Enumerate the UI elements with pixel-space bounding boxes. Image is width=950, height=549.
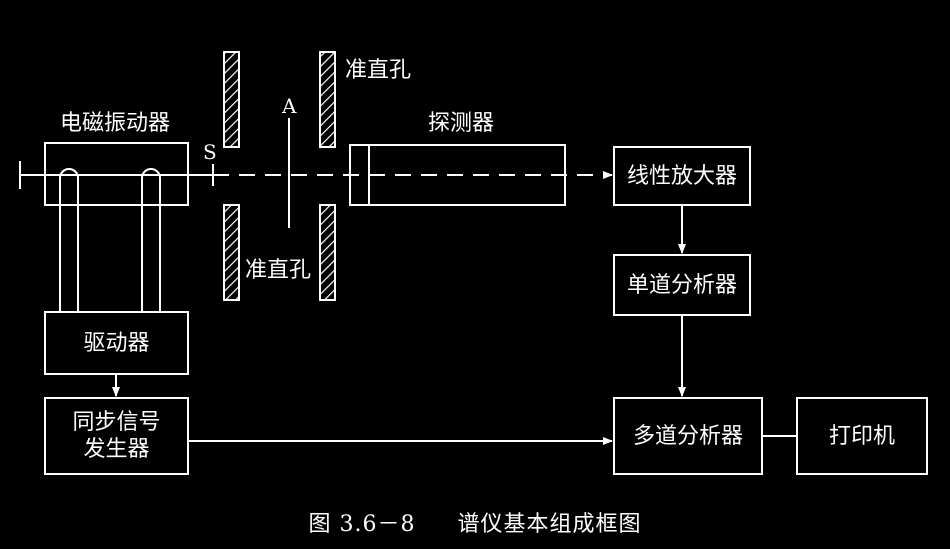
collimator-left-bottom [223, 204, 240, 301]
drive-rod-right [141, 168, 161, 312]
figure-caption: 图 3.6－8 谱仪基本组成框图 [0, 506, 950, 538]
sync-generator-text: 同步信号 发生器 [45, 398, 188, 474]
multi-channel-text: 多道分析器 [632, 423, 743, 449]
driver-text: 驱动器 [83, 330, 150, 356]
point-a-label: A [282, 94, 297, 118]
printer-text: 打印机 [828, 423, 895, 449]
single-channel-text: 单道分析器 [626, 272, 737, 298]
sync-generator-line1: 同步信号 [72, 410, 161, 435]
detector-box [349, 144, 566, 206]
collimator-bottom-label: 准直孔 [245, 258, 312, 283]
vibrator-label: 电磁振动器 [60, 111, 171, 136]
caption-title: 谱仪基本组成框图 [457, 512, 642, 537]
detector-label: 探测器 [428, 111, 495, 136]
collimator-right-bottom [319, 204, 336, 301]
sync-generator-box [44, 397, 189, 475]
sync-generator-line2: 发生器 [83, 437, 150, 462]
collimator-top-label: 准直孔 [345, 58, 412, 83]
collimator-left-top [223, 51, 240, 148]
linear-amp-text: 线性放大器 [626, 163, 737, 189]
caption-number: 图 3.6－8 [308, 512, 416, 537]
collimator-right-top [319, 51, 336, 148]
drive-rod-left [59, 168, 79, 312]
source-label: S [203, 140, 217, 164]
